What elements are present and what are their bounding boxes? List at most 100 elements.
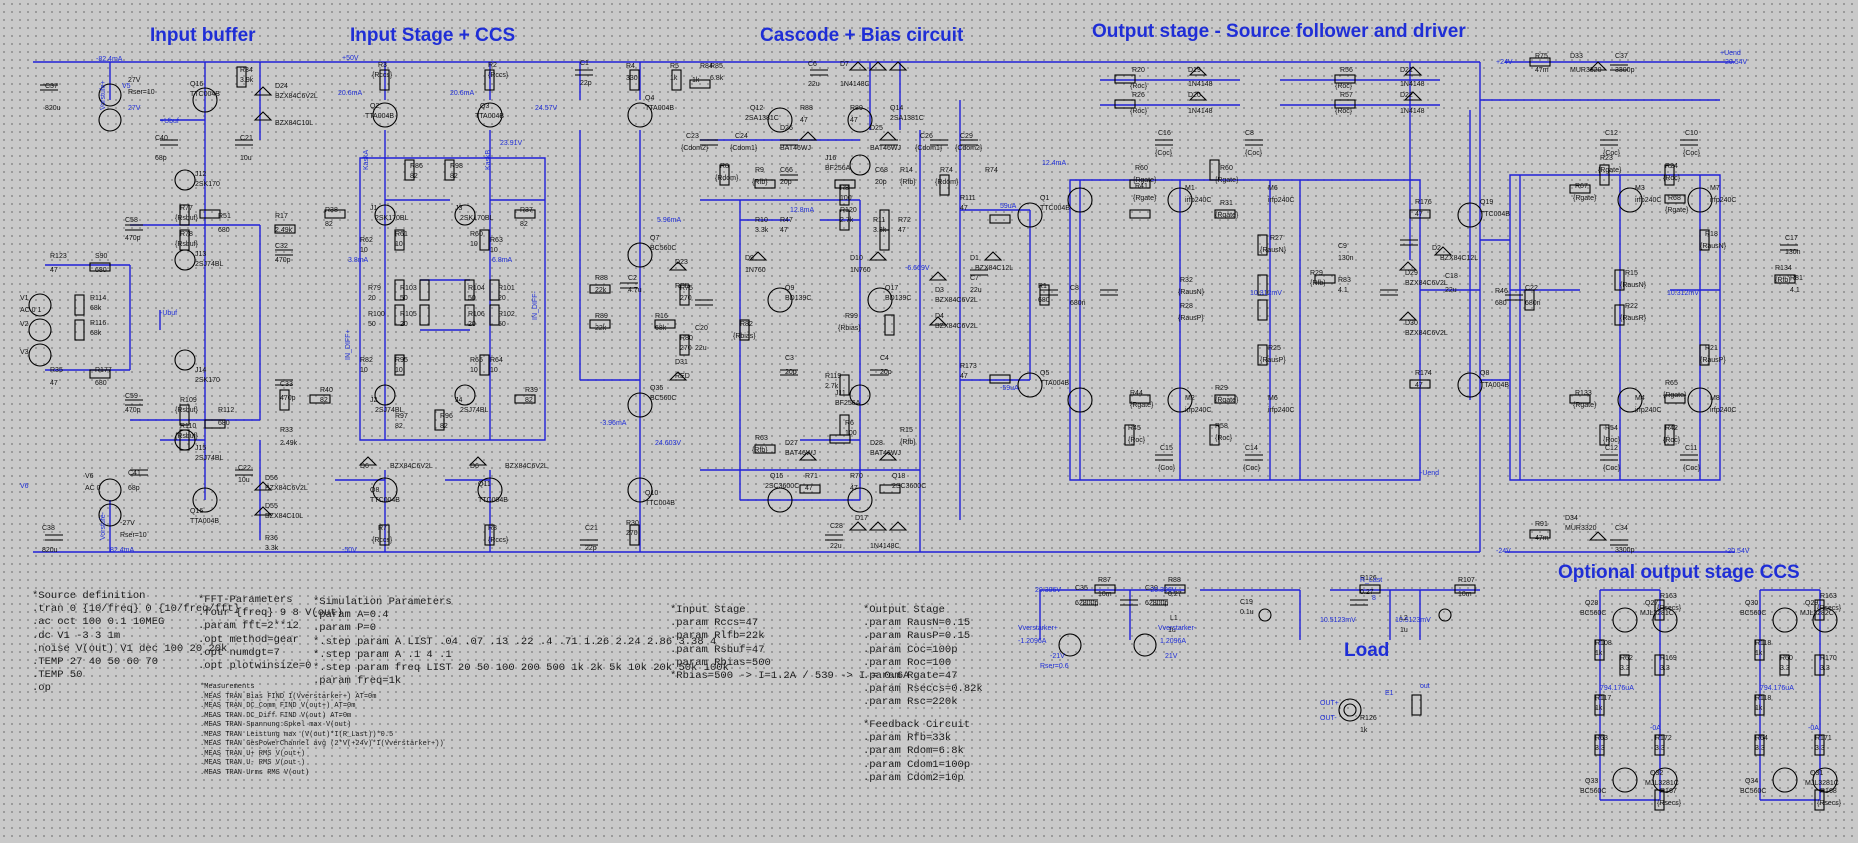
cur-8: 5.96mA: [657, 217, 681, 224]
svg-text:R133: R133: [1575, 390, 1592, 397]
svg-text:R27: R27: [1270, 235, 1283, 242]
directive-fft: *FFT-Parameters .four {freq} 9 8 V(out) …: [198, 594, 343, 673]
svg-text:MJL3282C: MJL3282C: [1800, 610, 1834, 617]
svg-text:20: 20: [368, 295, 376, 302]
svg-text:R72: R72: [898, 217, 911, 224]
svg-text:R8: R8: [840, 185, 849, 192]
svg-text:R39: R39: [525, 387, 538, 394]
svg-text:irfp240C: irfp240C: [1635, 407, 1661, 414]
svg-text:TTC004B: TTC004B: [1480, 211, 1510, 218]
svg-text:C28: C28: [830, 523, 843, 530]
svg-text:L1: L1: [1170, 615, 1178, 622]
svg-text:20: 20: [400, 321, 408, 328]
svg-text:R103: R103: [400, 285, 417, 292]
svg-text:R96: R96: [440, 413, 453, 420]
svg-text:{Roc}: {Roc}: [1603, 437, 1621, 444]
svg-text:R32: R32: [1180, 277, 1193, 284]
svg-text:{Rfb}: {Rfb}: [752, 447, 768, 454]
cur-1: 20.6mA: [338, 90, 362, 97]
svg-text:50: 50: [368, 321, 376, 328]
svg-text:3300p: 3300p: [1615, 547, 1635, 554]
svg-text:R118: R118: [1755, 640, 1771, 647]
cur-4: 23.91V: [500, 140, 523, 147]
svg-text:{RausN}: {RausN}: [1620, 282, 1647, 289]
cur-10: 12.4mA: [1042, 160, 1066, 167]
out-p: OUT+: [1320, 700, 1339, 707]
svg-text:Q16: Q16: [190, 81, 203, 88]
cur-3: 24.57V: [535, 105, 558, 112]
svg-text:{Rgate}: {Rgate}: [1215, 397, 1239, 404]
svg-text:3.3: 3.3: [1755, 745, 1765, 752]
svg-text:2.7k: 2.7k: [825, 383, 839, 390]
svg-text:C29: C29: [960, 133, 973, 140]
svg-text:R88: R88: [1168, 577, 1181, 584]
svg-text:M6: M6: [1268, 395, 1278, 402]
v6: V6: [20, 483, 29, 490]
svg-text:R36: R36: [265, 535, 278, 542]
svg-text:R9: R9: [755, 167, 764, 174]
svg-text:C37: C37: [1615, 53, 1628, 60]
svg-text:Q18: Q18: [892, 473, 905, 480]
svg-text:D1: D1: [970, 255, 979, 262]
svg-text:{Rfb}: {Rfb}: [900, 179, 916, 186]
svg-text:{Coc}: {Coc}: [1603, 465, 1621, 472]
svg-text:{Rgate}: {Rgate}: [1215, 177, 1239, 184]
svg-text:R102: R102: [498, 311, 515, 318]
svg-text:4.1: 4.1: [1338, 287, 1348, 294]
svg-text:2.49k: 2.49k: [275, 227, 293, 234]
svg-text:C14: C14: [1245, 445, 1258, 452]
svg-text:{RausP}: {RausP}: [1178, 315, 1204, 322]
svg-text:D2: D2: [1432, 245, 1441, 252]
svg-text:47: 47: [1415, 382, 1423, 389]
svg-text:BAT46WJ: BAT46WJ: [870, 145, 901, 152]
svg-text:{Cdom2}: {Cdom2}: [955, 145, 983, 152]
svg-text:1N4148: 1N4148: [1400, 108, 1425, 115]
svg-text:Q3: Q3: [480, 103, 489, 110]
svg-text:D24: D24: [275, 83, 288, 90]
title-input-buffer: Input buffer: [150, 25, 256, 46]
svg-text:47m: 47m: [1535, 535, 1549, 542]
svg-text:{RausP}: {RausP}: [1700, 357, 1726, 364]
svg-text:82: 82: [320, 397, 328, 404]
svg-text:R57: R57: [1340, 92, 1353, 99]
svg-text:BC560C: BC560C: [1740, 610, 1766, 617]
svg-text:R60: R60: [470, 231, 483, 238]
svg-text:C37: C37: [45, 83, 58, 90]
svg-text:2SK170: 2SK170: [195, 377, 220, 384]
svg-text:82: 82: [450, 173, 458, 180]
svg-text:BZX84C6V2L: BZX84C6V2L: [275, 93, 318, 100]
svg-text:MJL3281C: MJL3281C: [1805, 780, 1839, 787]
vv-n: Vverstarker-: [1158, 625, 1197, 632]
svg-text:D28: D28: [870, 440, 883, 447]
svg-text:2.7k: 2.7k: [840, 217, 854, 224]
svg-text:irfp240C: irfp240C: [1710, 197, 1736, 204]
svg-text:68k: 68k: [90, 330, 102, 337]
svg-text:R82: R82: [360, 357, 373, 364]
svg-text:J16: J16: [825, 155, 836, 162]
svg-text:R56: R56: [1340, 67, 1353, 74]
svg-text:R41: R41: [1135, 183, 1148, 190]
svg-text:{Rbias}: {Rbias}: [733, 333, 756, 340]
svg-text:BZX84C6V2L: BZX84C6V2L: [1405, 330, 1448, 337]
net-labels: -82.4mA +50V -50V 82.4mA 20.6mA 20.6mA 2…: [20, 50, 1819, 732]
svg-text:82: 82: [440, 423, 448, 430]
vv-p: Vverstarker+: [1018, 625, 1058, 632]
i-bot: 82.4mA: [110, 547, 134, 554]
svg-text:{Rgate}: {Rgate}: [1133, 195, 1157, 202]
svg-text:D30: D30: [1405, 320, 1418, 327]
svg-text:R116: R116: [90, 320, 106, 327]
svg-text:R42: R42: [1665, 425, 1678, 432]
svg-text:2SK170BL: 2SK170BL: [375, 215, 409, 222]
svg-text:R44: R44: [1130, 390, 1143, 397]
directive-output-stage: *Output Stage .param RausN=0.15 .param R…: [863, 604, 983, 709]
svg-text:M6: M6: [1268, 185, 1278, 192]
svg-text:C4: C4: [880, 355, 889, 362]
svg-text:irfp240C: irfp240C: [1268, 197, 1294, 204]
svg-text:{Rdom}: {Rdom}: [935, 179, 959, 186]
svg-text:C68: C68: [875, 167, 888, 174]
svg-text:V1: V1: [20, 295, 29, 302]
svg-text:R169: R169: [1660, 655, 1677, 662]
svg-text:R7: R7: [378, 525, 387, 532]
svg-text:R89: R89: [850, 105, 863, 112]
svg-text:AC 0 1: AC 0 1: [20, 307, 42, 314]
